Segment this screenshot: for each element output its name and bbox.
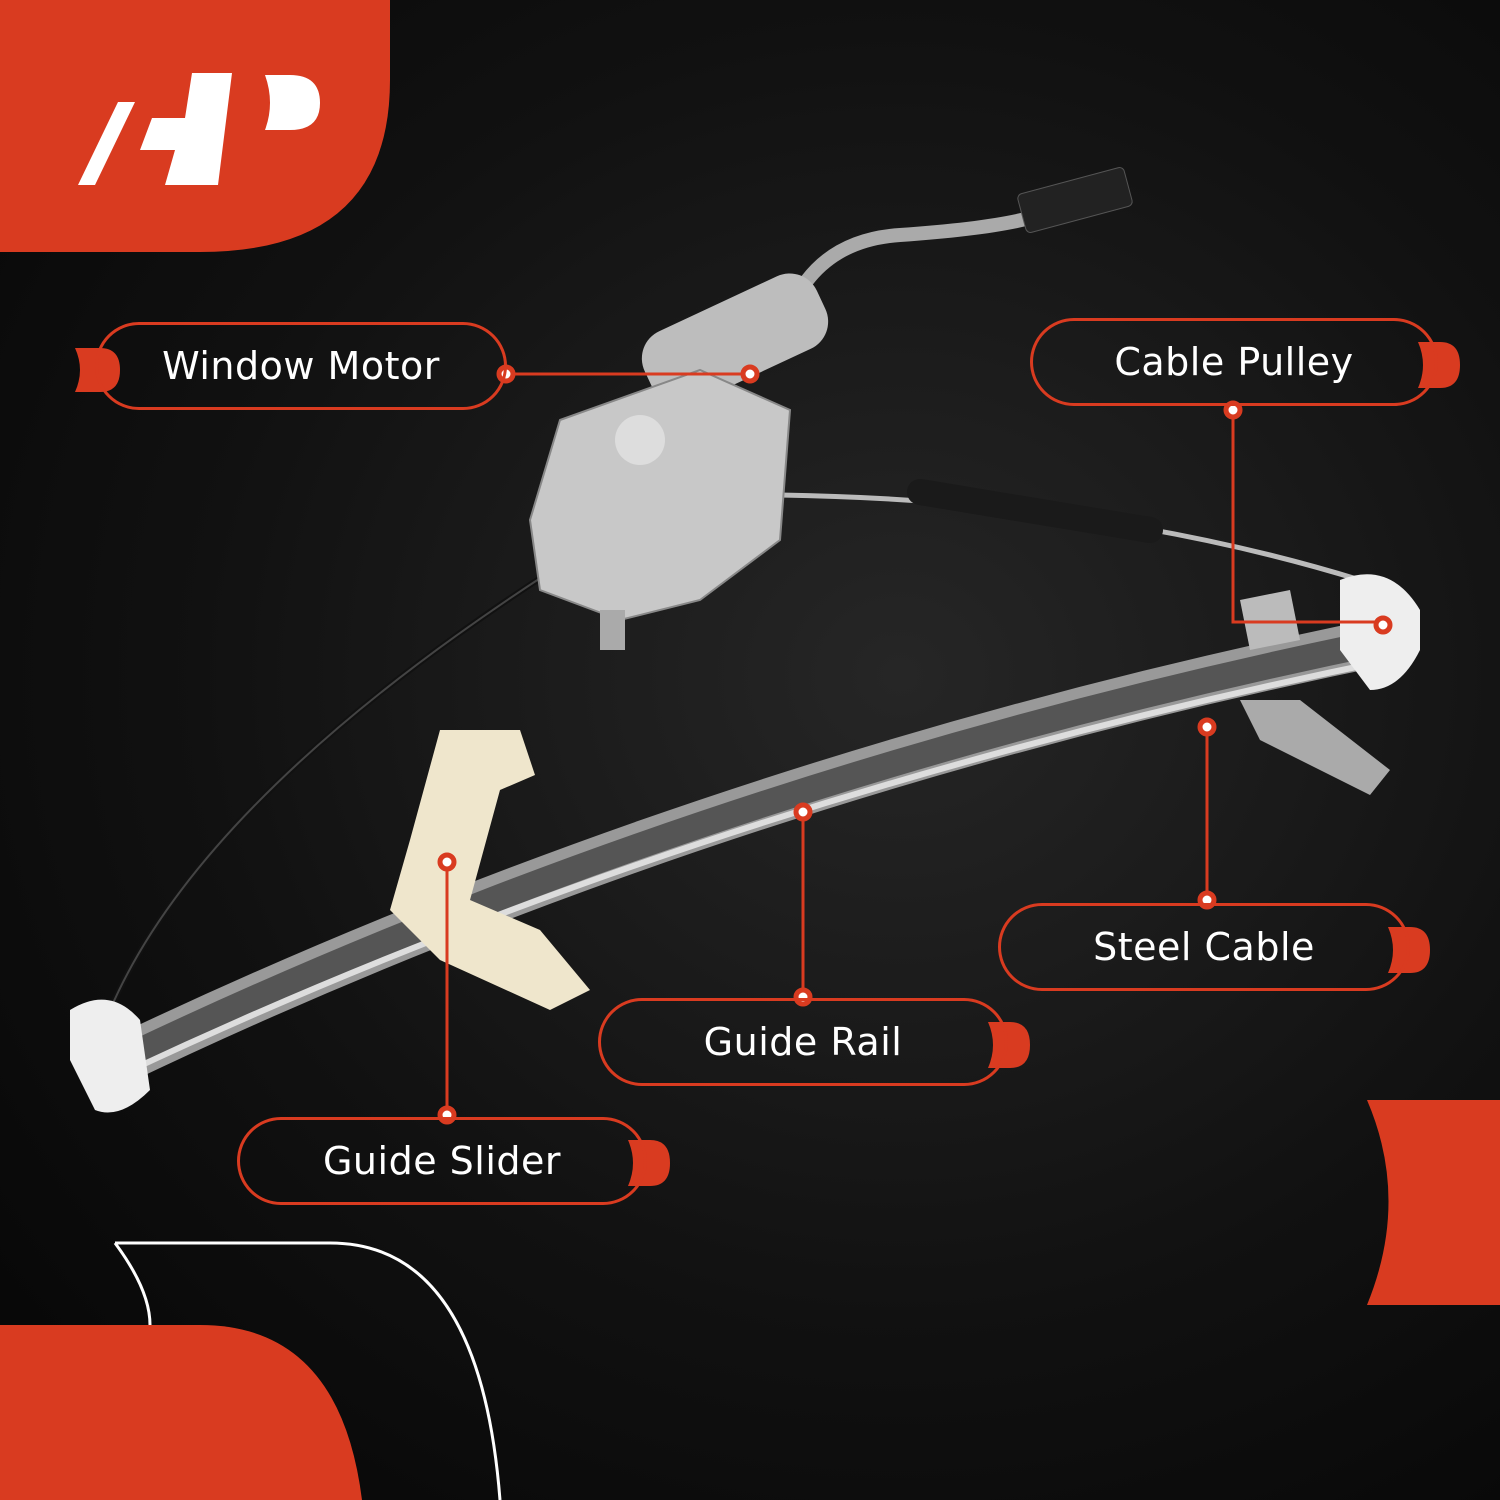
label-text: Window Motor [162,344,440,388]
corner-shape-right [1367,1100,1500,1305]
callout-dot [1373,615,1393,635]
label-cable-pulley: Cable Pulley [1030,318,1438,406]
callout-dot [1197,717,1217,737]
label-text: Steel Cable [1093,925,1315,969]
label-text: Guide Rail [703,1020,903,1064]
label-text: Cable Pulley [1114,340,1354,384]
guide-slider-part [390,730,590,1010]
rail-bracket [1240,590,1300,650]
label-text: Guide Slider [322,1139,562,1183]
label-window-motor: Window Motor [95,322,507,410]
callout-dot [437,852,457,872]
connector [1017,167,1133,233]
brand-logo [78,73,320,185]
motor-wire [783,208,1043,313]
label-guide-rail: Guide Rail [598,998,1008,1086]
outline-arc [115,1241,502,1500]
label-steel-cable: Steel Cable [998,903,1410,991]
corner-shape-bottom-left [0,1325,362,1500]
label-guide-slider: Guide Slider [237,1117,647,1205]
callout-dot [740,364,760,384]
callout-dot [793,802,813,822]
